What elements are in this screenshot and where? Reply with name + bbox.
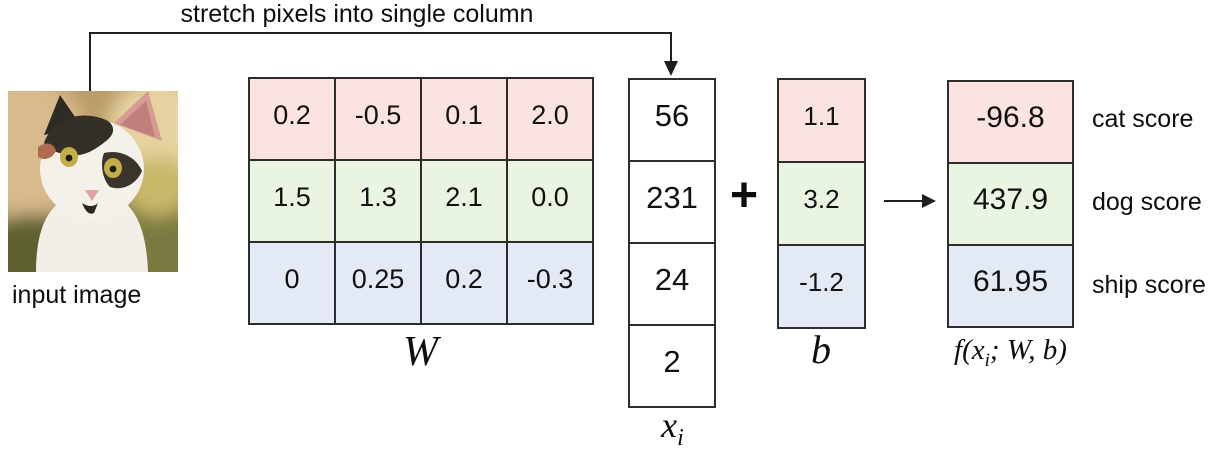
w-cell-r0c2: 0.1	[422, 79, 506, 159]
w-cell-r0c1: -0.5	[336, 79, 420, 159]
score-function-label-prefix: f(x	[954, 334, 985, 366]
cat-tabby-patch	[38, 143, 56, 159]
w-cell-r1c0: 1.5	[250, 161, 334, 241]
arrowhead-down-icon	[664, 61, 678, 76]
weight-matrix: 0.2 -0.5 0.1 2.0 1.5 1.3 2.1 0.0 0 0.25 …	[248, 77, 594, 325]
score-vector: -96.8 437.9 61.95	[947, 80, 1074, 328]
input-vector-label-base: x	[661, 405, 678, 445]
cat-right-pupil	[109, 165, 117, 173]
input-vector-label-subscript: i	[677, 425, 684, 452]
w-cell-r1c2: 2.1	[422, 161, 506, 241]
cat-nose	[85, 190, 99, 201]
x-cell-2: 24	[630, 244, 714, 324]
w-cell-r2c2: 0.2	[422, 243, 506, 323]
score-function-label-subscript: i	[984, 349, 990, 371]
w-cell-r2c1: 0.25	[336, 243, 420, 323]
dog-score-label: dog score	[1092, 188, 1202, 216]
bias-vector: 1.1 3.2 -1.2	[777, 78, 866, 329]
bias-vector-label: b	[811, 327, 831, 372]
cat-left-pupil	[65, 154, 73, 162]
cat-mouth	[82, 203, 98, 214]
input-pixel-vector: 56 231 24 2	[628, 78, 716, 408]
weight-matrix-label: W	[403, 329, 438, 375]
input-image-caption: input image	[12, 281, 142, 309]
score-function-label-suffix: ; W, b)	[989, 334, 1067, 366]
input-vector-label: xi	[600, 404, 745, 452]
b-cell-1: 3.2	[779, 163, 864, 244]
b-cell-0: 1.1	[779, 80, 864, 161]
cat-forehead-patch	[44, 115, 114, 156]
b-cell-2: -1.2	[779, 246, 864, 327]
w-cell-r2c0: 0	[250, 243, 334, 323]
w-cell-r1c3: 0.0	[508, 161, 592, 241]
plus-operator: +	[729, 169, 759, 222]
ship-score-label: ship score	[1092, 271, 1206, 299]
x-cell-1: 231	[630, 162, 714, 242]
w-cell-r2c3: -0.3	[508, 243, 592, 323]
score-cell-cat: -96.8	[949, 82, 1072, 162]
x-cell-3: 2	[630, 326, 714, 406]
bias-to-score-arrow	[884, 194, 936, 208]
w-cell-r0c3: 2.0	[508, 79, 592, 159]
score-cell-ship: 61.95	[949, 246, 1072, 326]
cat-score-label: cat score	[1092, 105, 1194, 133]
score-function-label: f(xi; W, b)	[938, 334, 1083, 372]
arrowhead-right-icon	[922, 194, 936, 208]
stretch-caption: stretch pixels into single column	[180, 0, 534, 28]
x-cell-0: 56	[630, 80, 714, 160]
cat-right-ear-inner	[120, 101, 155, 137]
cat-input-image	[8, 91, 178, 272]
w-cell-r0c0: 0.2	[250, 79, 334, 159]
w-cell-r1c1: 1.3	[336, 161, 420, 241]
score-cell-dog: 437.9	[949, 164, 1072, 244]
